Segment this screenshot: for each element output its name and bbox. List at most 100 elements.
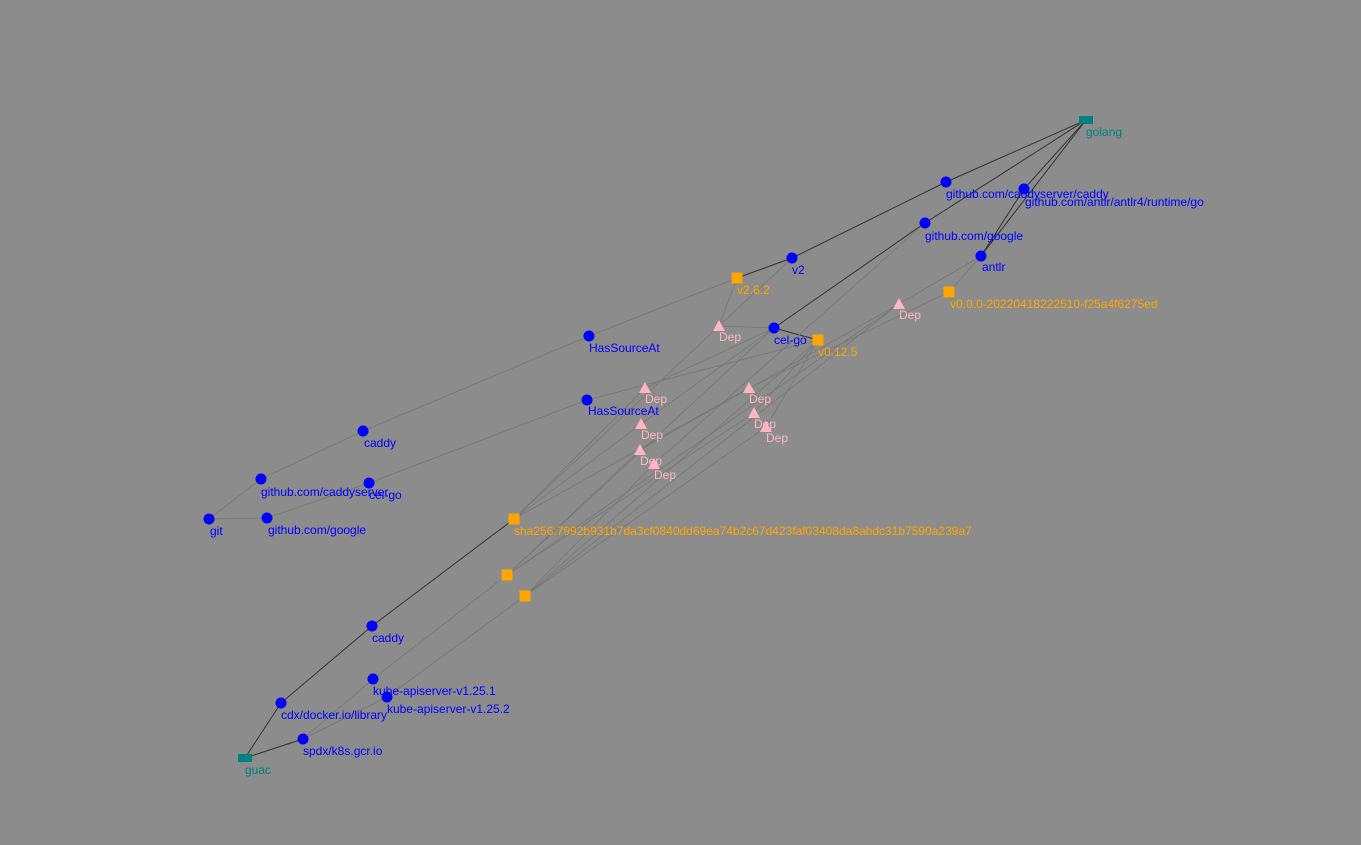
node-label: v0.0.0-20220418222510-f25a4f6275ed [950, 297, 1158, 311]
dependency-node-marker[interactable] [760, 421, 772, 432]
dependency-node-marker[interactable] [648, 458, 660, 469]
node-label: cdx/docker.io/library [281, 708, 387, 722]
node-label: spdx/k8s.gcr.io [303, 744, 383, 758]
dependency-node-marker[interactable] [713, 320, 725, 331]
node-v0125[interactable]: v0.12.5 [812, 334, 858, 360]
node-v000[interactable]: v0.0.0-20220418222510-f25a4f6275ed [943, 286, 1158, 312]
edge-hsa1-caddy_left [362, 335, 590, 432]
node-celgo-top[interactable]: cel-go [768, 322, 808, 348]
node-caddy-bottom[interactable]: caddy [366, 620, 405, 646]
package-node-marker[interactable] [1018, 183, 1030, 195]
node-guac[interactable]: guac [238, 754, 271, 777]
package-node-marker[interactable] [975, 250, 987, 262]
version-node-marker[interactable] [943, 286, 955, 298]
package-node-marker[interactable] [357, 425, 369, 437]
node-label: Dep [654, 468, 676, 482]
package-node-marker[interactable] [297, 733, 309, 745]
node-dep8[interactable]: Dep [760, 421, 788, 445]
edge-dep1-v262 [718, 277, 738, 327]
version-node-marker[interactable] [519, 590, 531, 602]
node-kube1[interactable]: kube-apiserver-v1.25.1 [367, 673, 497, 699]
dependency-node-marker[interactable] [893, 298, 905, 309]
node-hsa2[interactable]: HasSourceAt [581, 394, 660, 419]
edge-cdx-guac [244, 702, 282, 759]
node-label: caddy [364, 436, 396, 450]
node-dep4[interactable]: Dep [743, 382, 771, 406]
node-gh-caddyserver[interactable]: github.com/caddyserver [255, 473, 389, 500]
node-celgo-left[interactable]: cel-go [363, 477, 403, 503]
node-label: guac [245, 763, 271, 777]
version-node-marker[interactable] [508, 513, 520, 525]
node-caddy-left[interactable]: caddy [357, 425, 397, 451]
node-label: caddy [372, 631, 404, 645]
dependency-node-marker[interactable] [748, 407, 760, 418]
node-dep2[interactable]: Dep [893, 298, 921, 322]
package-node-marker[interactable] [381, 691, 393, 703]
root-node-marker[interactable] [1079, 116, 1093, 124]
dependency-node-marker[interactable] [743, 382, 755, 393]
package-node-marker[interactable] [919, 217, 931, 229]
node-label: git [210, 524, 223, 538]
node-dep9[interactable]: Dep [648, 458, 676, 482]
package-node-marker[interactable] [203, 513, 215, 525]
edge-celgo_left-hsa2 [368, 399, 588, 484]
root-node-marker[interactable] [238, 754, 252, 762]
node-dep3[interactable]: Dep [639, 382, 667, 406]
node-label: github.com/google [925, 229, 1023, 243]
dependency-node-marker[interactable] [639, 382, 651, 393]
edge-antlr-dep2 [898, 255, 982, 305]
package-node-marker[interactable] [768, 322, 780, 334]
package-node-marker[interactable] [261, 512, 273, 524]
node-label: Dep [899, 308, 921, 322]
node-gh-google-top[interactable]: github.com/google [919, 217, 1024, 244]
dependency-node-marker[interactable] [634, 444, 646, 455]
version-node-marker[interactable] [812, 334, 824, 346]
node-sq3[interactable] [519, 590, 531, 602]
edge-dep8-sq3 [524, 426, 767, 597]
node-git[interactable]: git [203, 513, 224, 539]
version-node-marker[interactable] [501, 569, 513, 581]
node-sq2[interactable] [501, 569, 513, 581]
package-node-marker[interactable] [583, 330, 595, 342]
node-sha[interactable]: sha256:7992b931b7da3cf0840dd69ea74b2c67d… [508, 513, 973, 539]
dependency-node-marker[interactable] [635, 418, 647, 429]
version-node-marker[interactable] [731, 272, 743, 284]
edge-dep1-sha [513, 325, 720, 520]
node-v262[interactable]: v2.6.2 [731, 272, 771, 298]
package-node-marker[interactable] [940, 176, 952, 188]
node-label: Dep [766, 431, 788, 445]
package-node-marker[interactable] [367, 673, 379, 685]
node-dep7[interactable]: Dep [634, 444, 662, 468]
node-v2[interactable]: v2 [786, 252, 806, 278]
edge-v0125-dep8 [765, 339, 819, 428]
node-label: github.com/antlr/antlr4/runtime/go [1025, 195, 1204, 209]
edge-sq2-kube1 [372, 574, 508, 680]
package-node-marker[interactable] [275, 697, 287, 709]
edge-dep9-sq3 [524, 463, 655, 597]
package-node-marker[interactable] [255, 473, 267, 485]
node-cdx[interactable]: cdx/docker.io/library [275, 697, 388, 723]
edge-v0125-dep6 [753, 339, 819, 414]
edge-caddy_bottom-cdx [280, 625, 373, 704]
node-golang[interactable]: golang [1079, 116, 1122, 139]
node-dep1[interactable]: Dep [713, 320, 741, 344]
package-node-marker[interactable] [786, 252, 798, 264]
edge-hsa2-v0125 [586, 339, 819, 401]
node-kube2[interactable]: kube-apiserver-v1.25.2 [381, 691, 511, 717]
edge-gh_caddyserver-git [208, 478, 262, 520]
node-hsa1[interactable]: HasSourceAt [583, 330, 661, 356]
node-label: sha256:7992b931b7da3cf0840dd69ea74b2c67d… [514, 524, 972, 538]
package-node-marker[interactable] [366, 620, 378, 632]
node-dep5[interactable]: Dep [635, 418, 663, 442]
node-gh-antlr-rt[interactable]: github.com/antlr/antlr4/runtime/go [1018, 183, 1205, 210]
package-node-marker[interactable] [581, 394, 593, 406]
node-gh-google-left[interactable]: github.com/google [261, 512, 367, 538]
package-node-marker[interactable] [363, 477, 375, 489]
node-gh-caddy[interactable]: github.com/caddyserver/caddy [940, 176, 1109, 202]
edge-caddy_left-gh_caddyserver [260, 430, 364, 480]
edge-v262-hsa1 [588, 277, 738, 337]
node-spdx[interactable]: spdx/k8s.gcr.io [297, 733, 383, 759]
edge-layer [208, 119, 1087, 759]
node-antlr[interactable]: antlr [975, 250, 1006, 275]
